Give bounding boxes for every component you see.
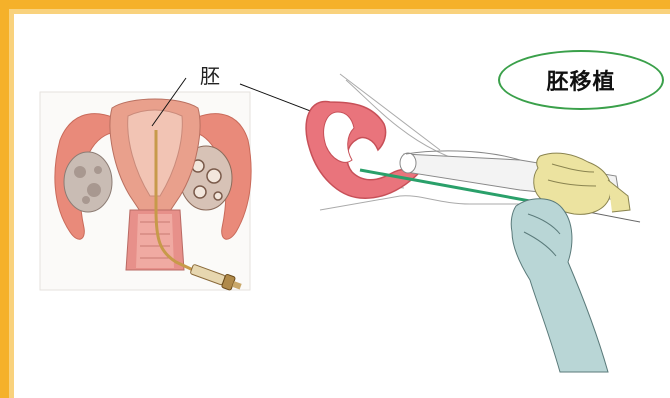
embryo-transfer-badge: 胚移植	[498, 50, 664, 110]
embryo-label: 胚	[200, 60, 220, 89]
transfer-drawing	[306, 74, 640, 372]
left-glove	[511, 199, 608, 372]
uterus-illustration	[40, 92, 251, 293]
embryo-transfer-label: 胚移植	[546, 64, 615, 96]
uterus-shape	[306, 102, 420, 199]
